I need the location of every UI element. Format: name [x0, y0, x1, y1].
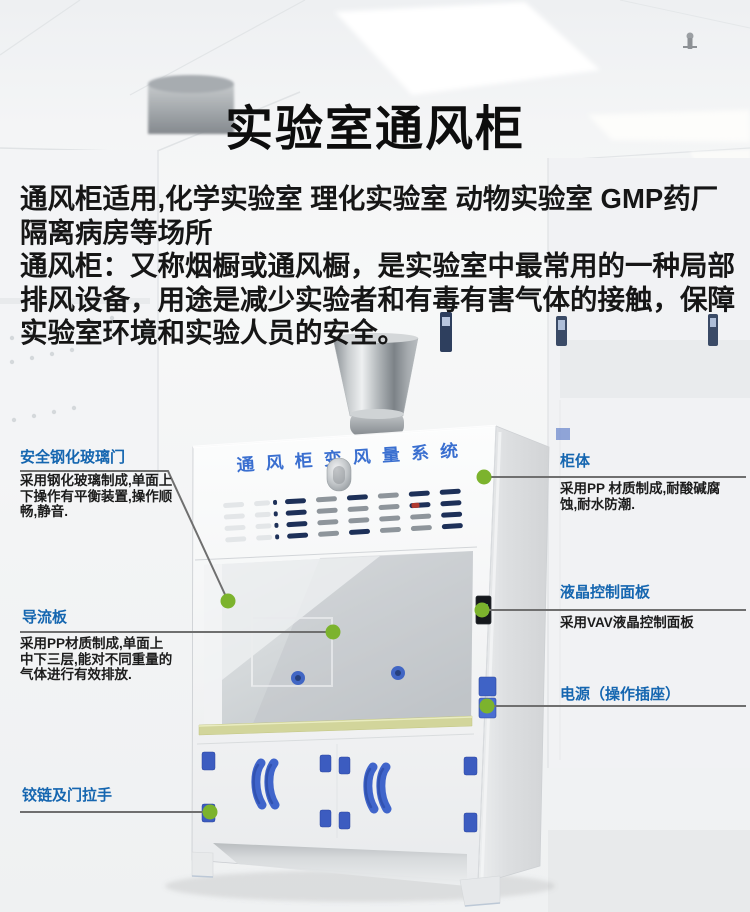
hinge	[463, 812, 478, 833]
door-handle	[363, 762, 392, 814]
product-illustration: 通 风 柜 变 风 量 系 统	[165, 333, 555, 907]
intro-paragraph-2: 通风柜：又称烟橱或通风橱，是实验室中最常用的一种局部排风设备，用途是减少实验者和…	[20, 250, 735, 348]
ceiling-seam	[0, 0, 81, 56]
perforation-dots	[9, 315, 115, 423]
cabinet-base	[191, 843, 501, 907]
worktop-strip	[198, 715, 473, 736]
callout-dot-hinge-handle	[202, 804, 218, 820]
callout-lcd-title: 液晶控制面板	[560, 584, 651, 601]
sash-bolt	[391, 666, 405, 680]
ceiling-seam	[619, 0, 750, 29]
callout-line-glass-door	[20, 470, 229, 602]
callout-dots	[202, 469, 495, 820]
cabinet-foot	[191, 851, 214, 878]
callout-glass-door-desc: 采用钢化玻璃制成,单面上下操作有平衡装置,操作顺畅,静音.	[20, 473, 173, 519]
hinge	[201, 751, 216, 771]
door-clip	[319, 809, 332, 828]
door-clip	[319, 754, 332, 773]
background-cabinet-left	[0, 150, 159, 480]
glass-sash	[194, 546, 478, 734]
intro-paragraph-1: 通风柜适用,化学实验室 理化实验室 动物实验室 GMP药厂 隔离病房等场所	[20, 183, 719, 248]
callout-cabinet-body-title: 柜体	[560, 453, 591, 470]
callout-cabinet-body-desc: 采用PP 材质制成,耐酸碱腐蚀,耐水防潮.	[560, 481, 721, 512]
sprinkler-icon	[683, 32, 697, 49]
callout-dot-baffle	[325, 624, 341, 640]
louver-vents	[223, 488, 463, 543]
background-cabinet-right	[547, 158, 750, 912]
door-clip	[338, 756, 351, 775]
door-handle	[251, 758, 280, 810]
callout-lcd-desc: 采用VAV液晶控制面板	[560, 615, 694, 630]
door-clip	[338, 811, 351, 830]
callout-dot-cabinet-body	[476, 469, 492, 485]
page-title: 实验室通风柜	[224, 103, 525, 156]
exhaust-duct	[332, 333, 419, 436]
louver-red-fleck	[411, 502, 420, 508]
sash-latch-knob	[326, 457, 352, 492]
callout-baffle-desc: 采用PP材质制成,单面上中下三层,能对不同重量的气体进行有效排放.	[20, 636, 173, 682]
callout-power-title: 电源（操作插座）	[560, 686, 681, 703]
ceiling-light-panel	[588, 110, 750, 142]
callout-dot-lcd	[474, 602, 490, 618]
callout-glass-door-title: 安全钢化玻璃门	[20, 449, 126, 466]
cabinet-foot	[459, 875, 501, 907]
sash-bolt	[291, 671, 305, 685]
callout-hinge-handle-title: 铰链及门拉手	[22, 787, 113, 804]
callout-lines	[20, 470, 746, 813]
callout-dot-power	[479, 698, 495, 714]
callout-dot-glass-door	[220, 593, 236, 609]
hinge	[463, 756, 478, 776]
ceiling-light-panel	[335, 2, 600, 95]
background-exhaust-cylinder	[148, 75, 234, 134]
callout-baffle-title: 导流板	[22, 609, 68, 626]
